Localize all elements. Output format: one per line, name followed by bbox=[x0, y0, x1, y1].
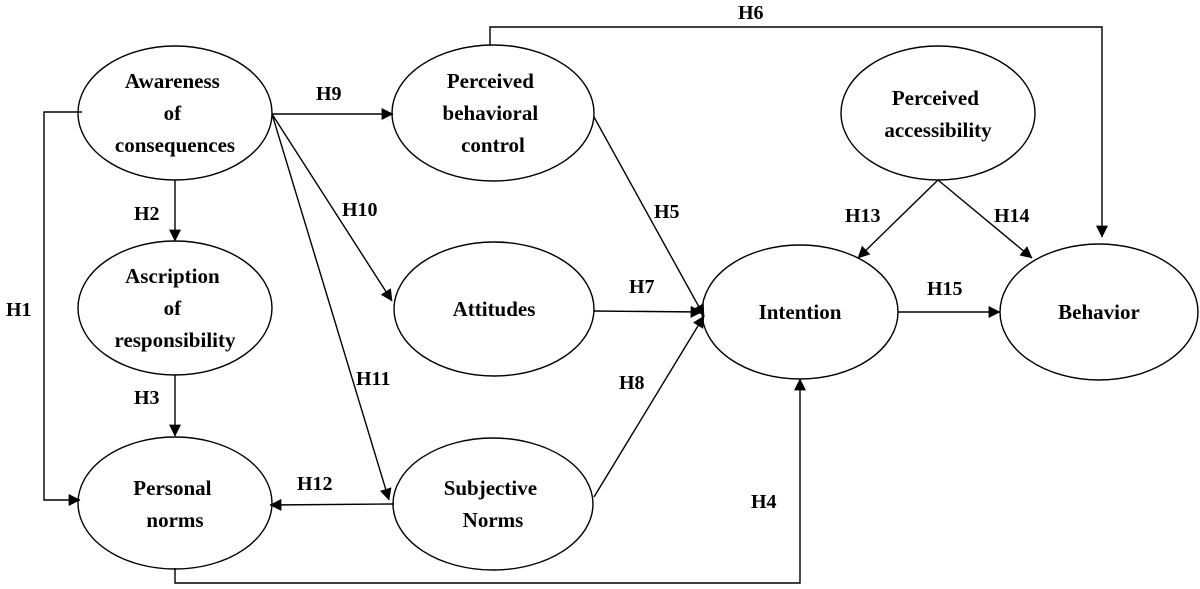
node-behavior: Behavior bbox=[999, 243, 1199, 381]
edge-h8 bbox=[593, 315, 705, 498]
label-h12: H12 bbox=[297, 473, 333, 495]
node-pbc-line-2: behavioral bbox=[443, 101, 539, 125]
label-h9: H9 bbox=[316, 83, 342, 105]
svg-text:Perceived accessibilit: Perceived accessibility bbox=[884, 86, 992, 142]
label-h14: H14 bbox=[994, 205, 1030, 227]
label-h7: H7 bbox=[629, 276, 655, 298]
edge-h5 bbox=[593, 116, 705, 317]
node-awareness-line-3: consequences bbox=[115, 133, 235, 157]
edge-h6 bbox=[489, 26, 1108, 238]
edge-h10 bbox=[271, 113, 393, 302]
label-h15: H15 bbox=[927, 278, 963, 300]
label-h4: H4 bbox=[751, 491, 777, 513]
svg-text:Personal norms: Personal norms bbox=[133, 476, 216, 532]
label-h10: H10 bbox=[342, 199, 378, 221]
hypothesis-labels: H1 H2 H3 H4 H5 H6 H7 H8 H9 H10 H11 H12 H… bbox=[6, 2, 1030, 513]
edge-h1 bbox=[43, 111, 82, 506]
svg-text:Subjective Norms: Subjective Norms bbox=[444, 476, 543, 532]
edge-h14 bbox=[937, 179, 1033, 259]
node-perceived-behavioral-control: Perceived behavioral control bbox=[391, 44, 595, 182]
node-personal-norms-line-2: norms bbox=[146, 508, 203, 532]
node-behavior-line-1: Behavior bbox=[1058, 300, 1140, 324]
svg-text:Perceived behavioral: Perceived behavioral control bbox=[443, 69, 544, 157]
label-h11: H11 bbox=[356, 368, 390, 390]
node-intention-line-1: Intention bbox=[759, 300, 842, 324]
node-ascription-line-1: Ascription bbox=[125, 264, 220, 288]
label-h5: H5 bbox=[654, 201, 680, 223]
node-personal-norms: Personal norms bbox=[77, 436, 273, 570]
node-subjective-norms: Subjective Norms bbox=[392, 437, 594, 571]
node-attitudes: Attitudes bbox=[393, 241, 595, 377]
svg-text:Attitudes: Attitudes bbox=[453, 297, 536, 321]
node-pbc-line-3: control bbox=[461, 133, 525, 157]
edge-h11 bbox=[271, 113, 392, 501]
label-h8: H8 bbox=[619, 372, 645, 394]
edge-h12 bbox=[269, 498, 395, 511]
node-accessibility-line-2: accessibility bbox=[884, 118, 992, 142]
label-h2: H2 bbox=[134, 203, 160, 225]
node-subjective-norms-line-1: Subjective bbox=[444, 476, 537, 500]
node-perceived-accessibility: Perceived accessibility bbox=[840, 45, 1036, 181]
svg-text:Intention: Intention bbox=[759, 300, 842, 324]
label-h6: H6 bbox=[738, 2, 764, 24]
node-subjective-norms-line-2: Norms bbox=[463, 508, 524, 532]
node-awareness-of-consequences: Awareness of consequences bbox=[77, 45, 273, 181]
node-accessibility-line-1: Perceived bbox=[892, 86, 979, 110]
node-ascription-line-2: of bbox=[164, 296, 183, 320]
node-attitudes-line-1: Attitudes bbox=[453, 297, 536, 321]
node-ascription-of-responsibility: Ascription of responsibility bbox=[77, 240, 273, 376]
edges bbox=[43, 26, 1108, 584]
label-h3: H3 bbox=[134, 387, 160, 409]
node-intention: Intention bbox=[701, 244, 899, 380]
edge-h7 bbox=[593, 305, 703, 318]
svg-text:Behavior: Behavior bbox=[1058, 300, 1140, 324]
node-pbc-line-1: Perceived bbox=[447, 69, 534, 93]
nodes: Awareness of consequences Ascription of … bbox=[77, 44, 1199, 571]
label-h13: H13 bbox=[845, 205, 881, 227]
label-h1: H1 bbox=[6, 299, 32, 321]
edge-h13 bbox=[857, 179, 939, 259]
svg-text:Ascription of: Ascription of responsibility bbox=[115, 264, 236, 352]
svg-text:Awareness of c: Awareness of consequences bbox=[115, 69, 235, 157]
node-awareness-line-1: Awareness bbox=[125, 69, 220, 93]
node-personal-norms-line-1: Personal bbox=[133, 476, 211, 500]
node-awareness-line-2: of bbox=[164, 101, 183, 125]
node-ascription-line-3: responsibility bbox=[115, 328, 236, 352]
edge-h4 bbox=[174, 378, 806, 584]
